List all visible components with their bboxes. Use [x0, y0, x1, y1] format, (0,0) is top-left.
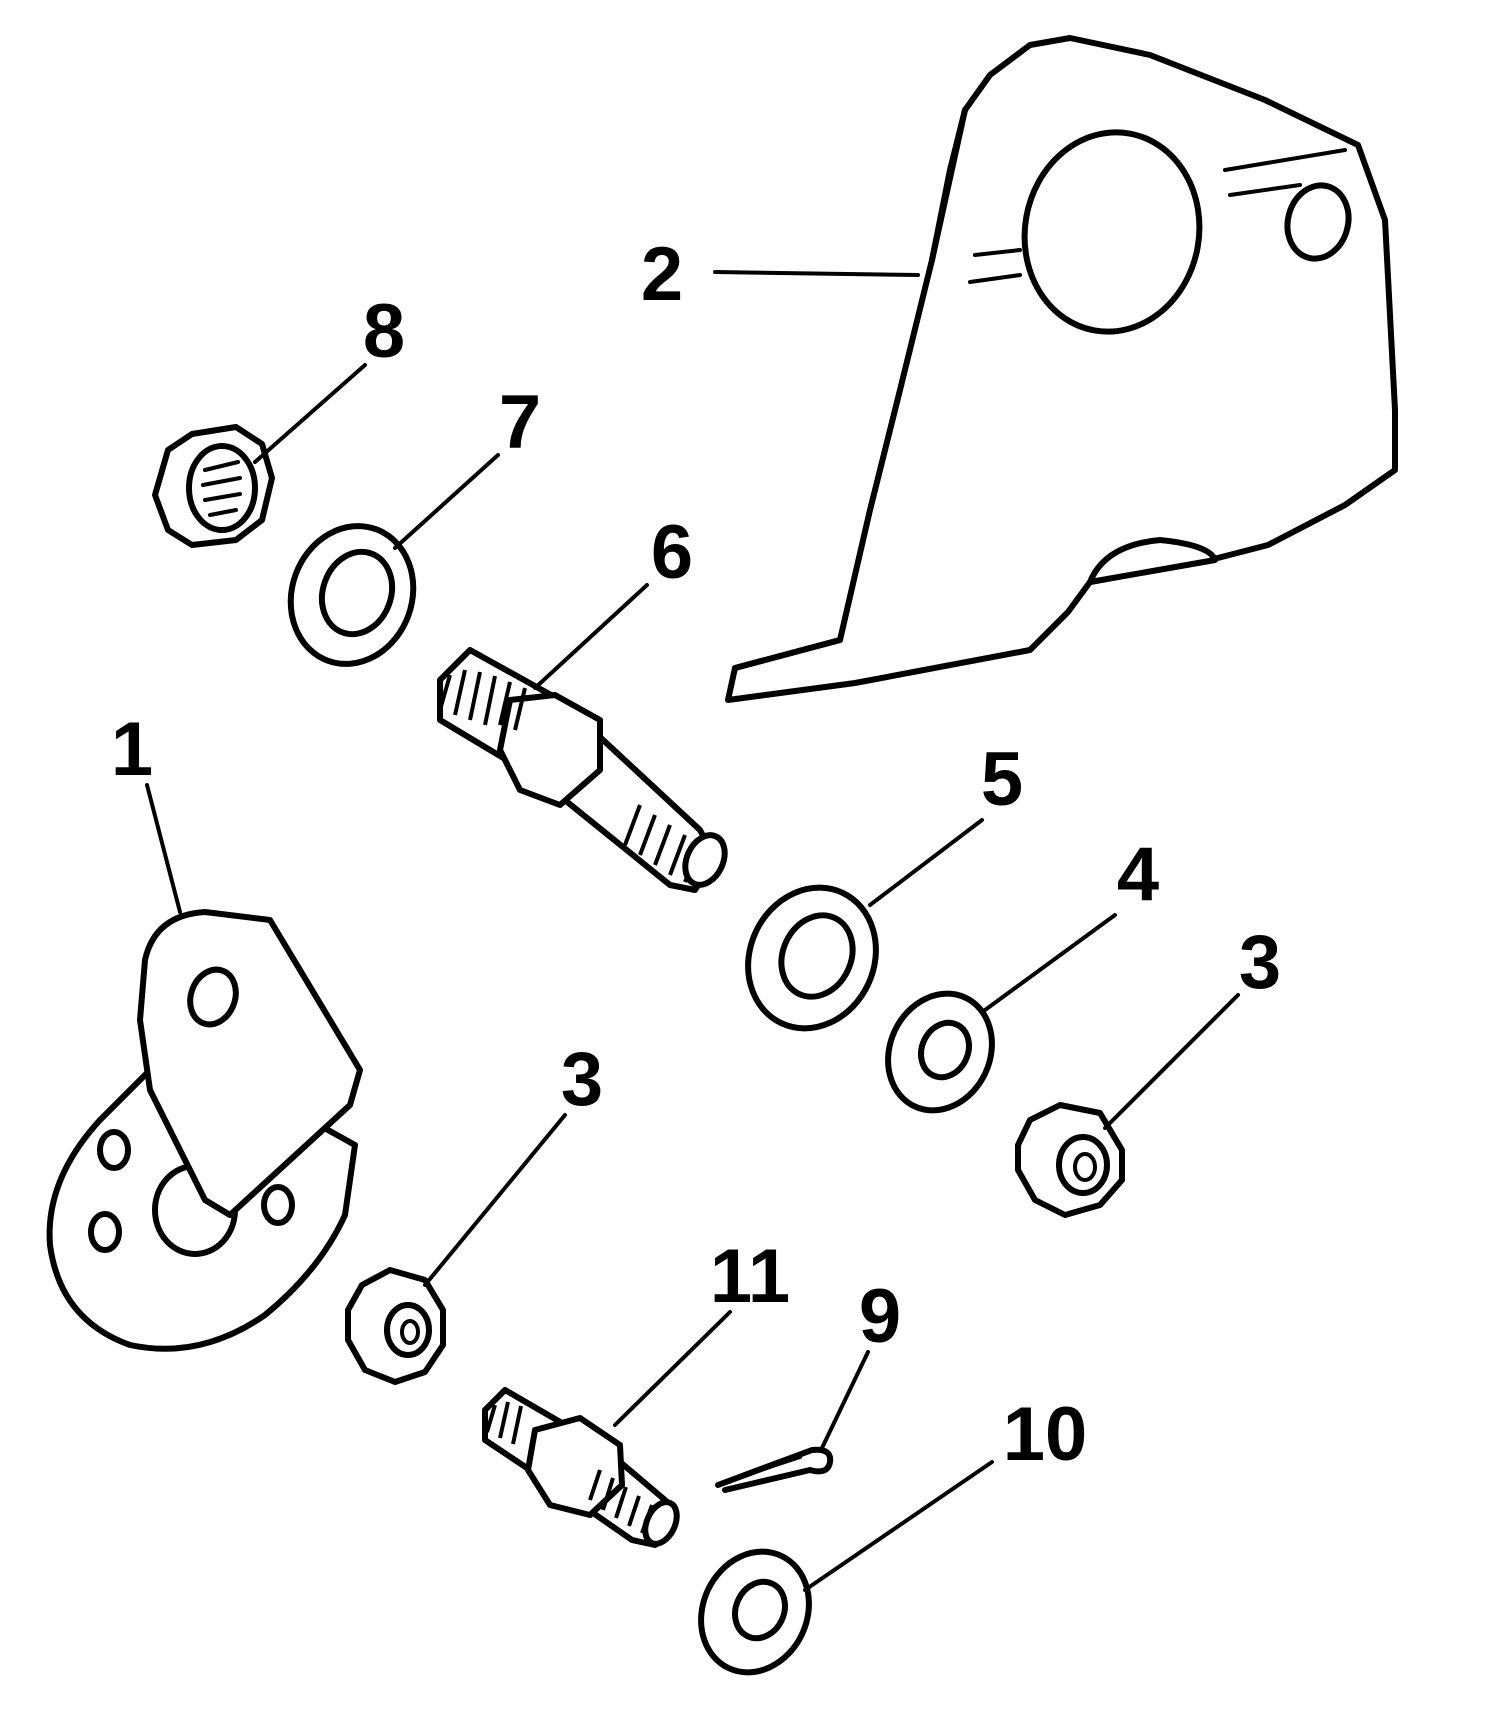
- callout-11: 11: [710, 1234, 790, 1319]
- callout-6: 6: [651, 510, 693, 595]
- part-10-washer: [698, 1548, 812, 1676]
- leader-7: [393, 453, 500, 550]
- leader-4: [983, 913, 1117, 1012]
- callout-9: 9: [859, 1274, 901, 1359]
- part-7-washer: [287, 523, 417, 667]
- callout-4: 4: [1117, 832, 1159, 917]
- part-2-bracket: [725, 35, 1398, 703]
- leader-10: [803, 1460, 994, 1592]
- callout-8: 8: [363, 289, 405, 374]
- leader-3-left: [423, 1113, 567, 1287]
- leader-6: [533, 583, 649, 690]
- callout-1: 1: [111, 707, 153, 792]
- part-11-stud: [482, 1387, 680, 1548]
- leader-lines: [145, 270, 1240, 1592]
- callout-7: 7: [499, 380, 541, 465]
- part-5-washer: [745, 884, 879, 1032]
- callout-labels: 2 8 7 6 1 5 4 3 3 11 9 10: [111, 232, 1281, 1477]
- callout-3-left: 3: [561, 1037, 603, 1122]
- part-3-hex-nut-right: [1015, 1102, 1125, 1218]
- part-3-hex-nut-left: [345, 1267, 446, 1385]
- leader-11: [613, 1310, 732, 1427]
- part-6-stud: [437, 647, 728, 893]
- part-8-hex-nut: [152, 424, 275, 548]
- leader-8: [253, 363, 367, 464]
- part-9-cotter-pin: [715, 1446, 834, 1493]
- part-1-small-bracket: [46, 909, 363, 1352]
- callout-10: 10: [1003, 1392, 1088, 1477]
- leader-9: [820, 1350, 870, 1450]
- callout-2: 2: [641, 232, 683, 317]
- part-4-washer: [885, 990, 995, 1114]
- callout-3-right: 3: [1239, 920, 1281, 1005]
- leader-3-right: [1103, 993, 1240, 1130]
- leader-5: [868, 818, 984, 907]
- callout-5: 5: [981, 737, 1023, 822]
- leader-2: [713, 270, 920, 277]
- leader-1: [145, 783, 182, 914]
